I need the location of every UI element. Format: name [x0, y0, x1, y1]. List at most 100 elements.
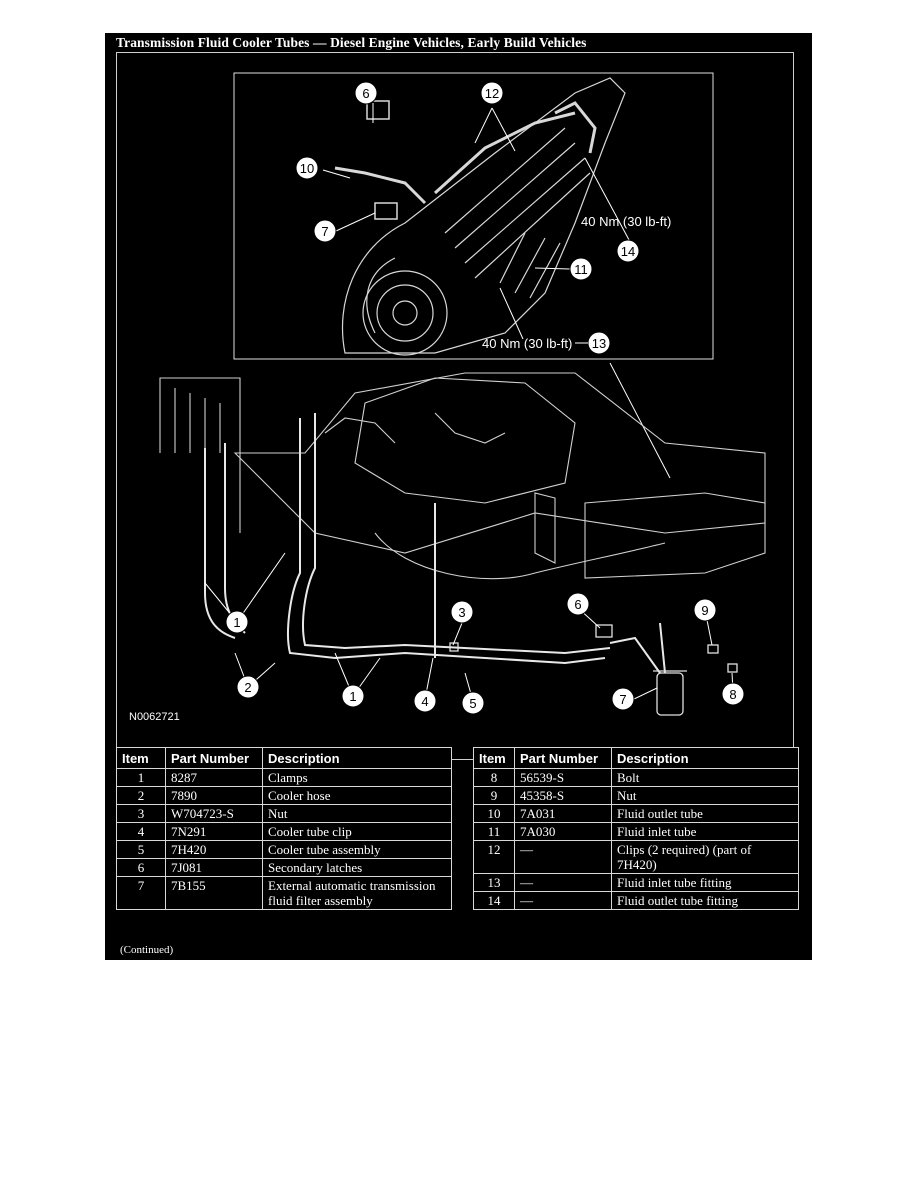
description-cell: Cooler hose	[262, 786, 452, 805]
item-cell: 13	[473, 873, 515, 892]
callout-12-inset: 12	[480, 81, 504, 105]
part-number-cell: 45358-S	[514, 786, 612, 805]
part-number-cell: 7J081	[165, 858, 263, 877]
description-cell: Bolt	[611, 768, 799, 787]
part-number-cell: 8287	[165, 768, 263, 787]
torque-label-inlet: 40 Nm (30 lb-ft)	[482, 336, 572, 351]
svg-text:10: 10	[300, 161, 314, 176]
part-number-cell: 7A030	[514, 822, 612, 841]
description-cell: Fluid outlet tube fitting	[611, 891, 799, 910]
item-cell: 8	[473, 768, 515, 787]
callout-4: 4	[413, 689, 437, 713]
table-row: 12—Clips (2 required) (part of 7H420)	[473, 840, 799, 874]
description-cell: Clips (2 required) (part of 7H420)	[611, 840, 799, 874]
item-cell: 5	[116, 840, 166, 859]
svg-text:9: 9	[701, 603, 708, 618]
description-cell: Cooler tube assembly	[262, 840, 452, 859]
col-header-description: Description	[611, 747, 799, 769]
part-number-cell: 7A031	[514, 804, 612, 823]
callout-2: 2	[236, 675, 260, 699]
callout-10-inset: 10	[295, 156, 319, 180]
svg-text:13: 13	[592, 336, 606, 351]
svg-text:1: 1	[349, 689, 356, 704]
illustration-frame	[116, 52, 794, 760]
callout-5: 5	[461, 691, 485, 715]
item-cell: 14	[473, 891, 515, 910]
svg-text:1: 1	[233, 615, 240, 630]
callout-1-center: 1	[341, 684, 365, 708]
callout-14-inset: 14	[616, 239, 640, 263]
description-cell: External automatic transmission fluid fi…	[262, 876, 452, 910]
description-cell: Fluid outlet tube	[611, 804, 799, 823]
item-cell: 9	[473, 786, 515, 805]
torque-label-outlet: 40 Nm (30 lb-ft)	[581, 214, 671, 229]
col-header-item: Item	[473, 747, 515, 769]
svg-text:11: 11	[574, 262, 588, 277]
callout-11-inset: 11	[569, 257, 593, 281]
part-number-cell: —	[514, 840, 612, 874]
col-header-part-number: Part Number	[514, 747, 612, 769]
svg-text:8: 8	[729, 687, 736, 702]
item-cell: 7	[116, 876, 166, 910]
exploded-view-illustration: 6 12 10 7 14 11 13 40 Nm (30 lb-ft) 40 N…	[129, 72, 766, 723]
callout-9: 9	[693, 598, 717, 622]
inset-transmission	[334, 77, 626, 356]
svg-text:3: 3	[458, 605, 465, 620]
part-number-cell: —	[514, 891, 612, 910]
callout-1-left: 1	[225, 610, 249, 634]
item-cell: 11	[473, 822, 515, 841]
continued-note: (Continued)	[120, 944, 174, 956]
callout-13-inset: 13	[587, 331, 611, 355]
description-cell: Fluid inlet tube fitting	[611, 873, 799, 892]
svg-text:14: 14	[621, 244, 635, 259]
table-row: 13—Fluid inlet tube fitting	[473, 873, 799, 892]
item-cell: 4	[116, 822, 166, 841]
svg-text:7: 7	[321, 224, 328, 239]
item-cell: 6	[116, 858, 166, 877]
description-cell: Cooler tube clip	[262, 822, 452, 841]
callout-6-main: 6	[566, 592, 590, 616]
col-header-item: Item	[116, 747, 166, 769]
part-number-cell: 7H420	[165, 840, 263, 859]
table-row: 14—Fluid outlet tube fitting	[473, 891, 799, 910]
svg-text:6: 6	[362, 86, 369, 101]
inset-leader-lines	[322, 103, 671, 479]
description-cell: Fluid inlet tube	[611, 822, 799, 841]
filter-assembly	[449, 624, 738, 716]
page-title: Transmission Fluid Cooler Tubes — Diesel…	[116, 35, 587, 50]
item-cell: 3	[116, 804, 166, 823]
svg-text:6: 6	[574, 597, 581, 612]
part-number-cell: 56539-S	[514, 768, 612, 787]
col-header-part-number: Part Number	[165, 747, 263, 769]
item-cell: 2	[116, 786, 166, 805]
table-header-row: Item Part Number Description	[473, 747, 799, 769]
svg-text:4: 4	[421, 694, 428, 709]
callout-6-inset: 6	[354, 81, 378, 105]
item-cell: 1	[116, 768, 166, 787]
detail-inset-frame	[233, 72, 714, 360]
part-number-cell: W704723-S	[165, 804, 263, 823]
part-number-cell: 7N291	[165, 822, 263, 841]
callout-3: 3	[450, 600, 474, 624]
svg-text:7: 7	[619, 692, 626, 707]
svg-text:2: 2	[244, 680, 251, 695]
document-panel: Transmission Fluid Cooler Tubes — Diesel…	[105, 33, 812, 960]
main-engine-assembly	[159, 372, 766, 580]
part-number-cell: 7890	[165, 786, 263, 805]
description-cell: Clamps	[262, 768, 452, 787]
table-header-row: Item Part Number Description	[116, 747, 452, 769]
cooler-tubes	[204, 413, 666, 674]
callout-8: 8	[721, 682, 745, 706]
